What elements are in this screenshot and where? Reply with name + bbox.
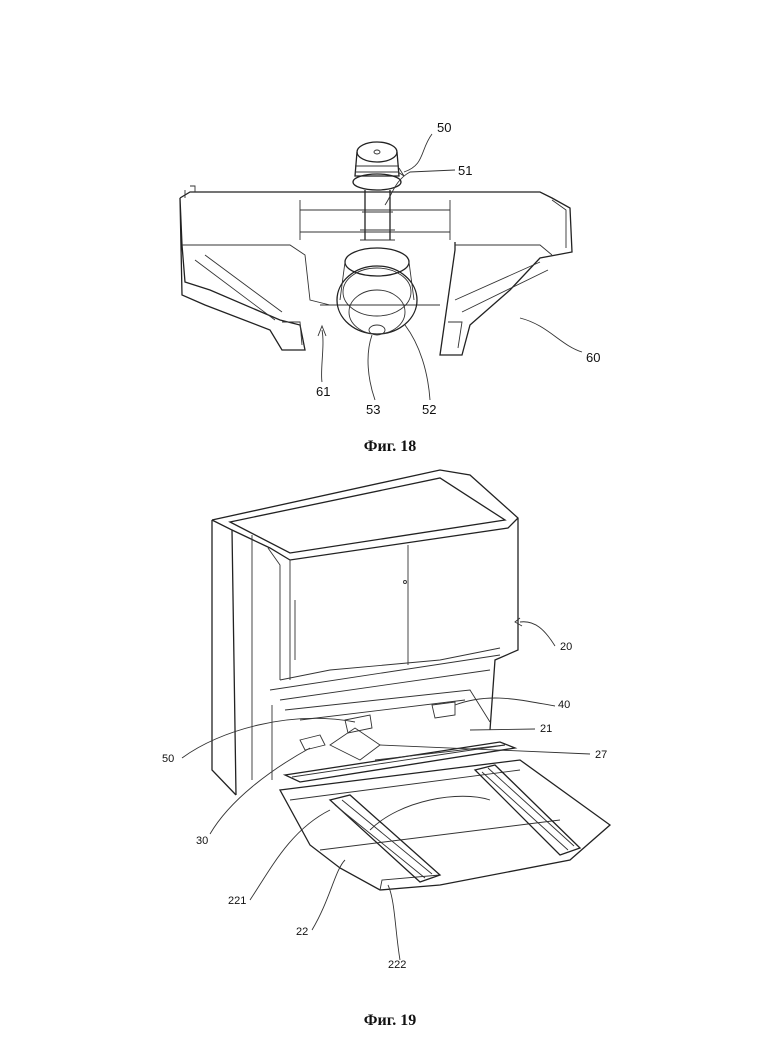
strips-221-222 — [330, 765, 580, 882]
fig19-leaders — [182, 618, 590, 960]
label-30: 30 — [196, 835, 208, 847]
nozzle-assembly-50 — [337, 142, 417, 335]
label-40: 40 — [558, 699, 570, 711]
fig18-leaders — [318, 134, 582, 400]
label-222: 222 — [388, 959, 406, 971]
caption-figure-18: Фиг. 18 — [0, 438, 780, 456]
label-22: 22 — [296, 926, 308, 938]
caption-figure-19: Фиг. 19 — [0, 1012, 780, 1030]
tray-22 — [280, 760, 610, 890]
label-50: 50 — [162, 753, 174, 765]
label-27: 27 — [595, 749, 607, 761]
figure-19-drawing: 20 40 21 27 50 30 221 22 222 — [0, 460, 780, 970]
figure-18: 50 51 60 61 53 52 — [0, 100, 780, 430]
label-60: 60 — [586, 350, 600, 365]
label-52: 52 — [422, 402, 436, 417]
housing-60 — [180, 186, 572, 355]
label-20: 20 — [560, 641, 572, 653]
label-51: 51 — [458, 163, 472, 178]
label-53: 53 — [366, 402, 380, 417]
label-221: 221 — [228, 895, 246, 907]
label-61: 61 — [316, 384, 330, 399]
figure-19: 20 40 21 27 50 30 221 22 222 — [0, 460, 780, 970]
label-50: 50 — [437, 120, 451, 135]
figure-18-drawing: 50 51 60 61 53 52 — [0, 100, 780, 430]
label-21: 21 — [540, 723, 552, 735]
